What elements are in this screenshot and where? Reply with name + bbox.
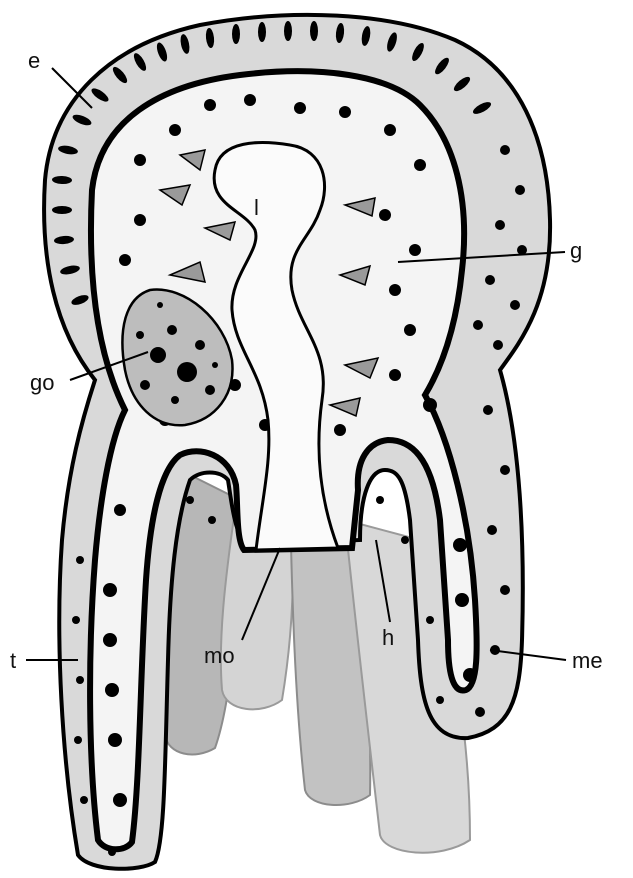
label-h: h [382, 625, 394, 650]
label-g: g [570, 238, 582, 263]
label-t: t [10, 648, 16, 673]
label-l: l [254, 195, 259, 220]
label-mo: mo [204, 643, 235, 668]
label-e: e [28, 48, 40, 73]
label-go: go [30, 370, 54, 395]
label-me: me [572, 648, 603, 673]
